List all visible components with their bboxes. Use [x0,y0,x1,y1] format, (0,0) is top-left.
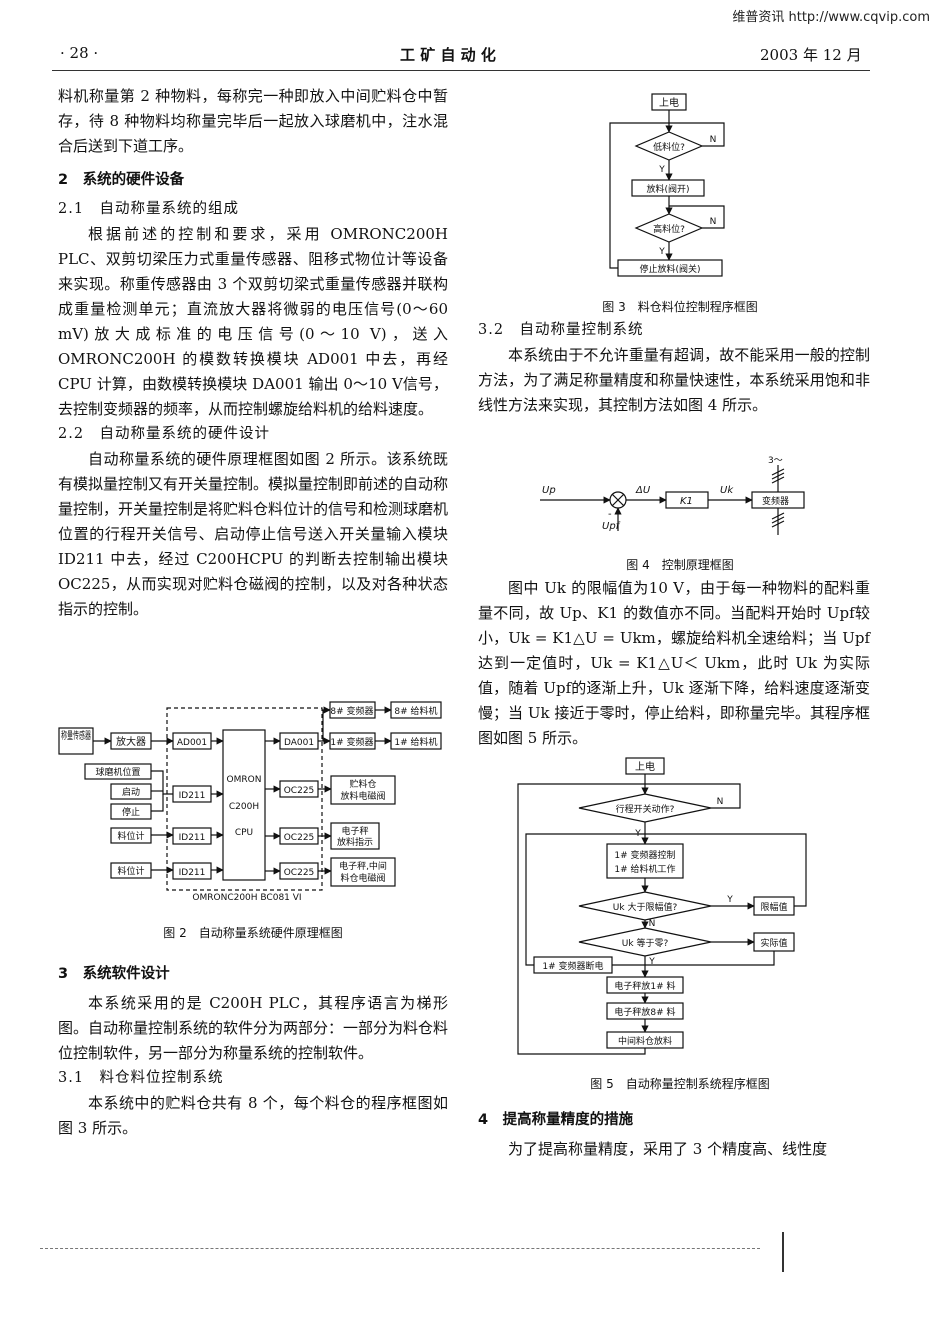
fig2-mill: 球磨机位置 [95,766,140,778]
subsection-heading: 2.1 自动称量系统的组成 [58,201,240,217]
fig4-phase: 3～ [768,456,783,466]
fig5-y2: Y [726,895,733,905]
header-rule [52,70,870,71]
paragraph: 图中 Uk 的限幅值为10 V，由于每一种物料的配料重量不同，故 Up、K1 的… [478,579,870,747]
fig3-n1: N [710,135,717,145]
fig3-release: 放料(阀开) [646,183,689,195]
fig3-y2: Y [658,247,665,257]
figure-4-caption: 图 4 控制原理框图 [626,558,734,572]
fig3-n2: N [710,217,717,227]
fig2-out2-line2: 放料指示 [337,836,373,848]
fig2-stop: 停止 [122,806,140,818]
fig2-ad001: AD001 [177,738,207,748]
fig2-id211-b: ID211 [179,833,206,843]
fig4-uk: Uk [720,485,734,496]
figure-3-caption: 图 3 料仓料位控制程序框图 [602,300,758,314]
fig2-start: 启动 [122,786,140,798]
figure-5-caption: 图 5 自动称量控制系统程序框图 [590,1077,770,1091]
fig3-stop: 停止放料(阀关) [639,263,700,275]
fig2-feed8: 8# 给料机 [394,705,437,717]
fig2-inv8: 8# 变频器 [330,705,373,717]
fig2-cpu-line3: CPU [235,828,253,838]
fig2-oc225-a: OC225 [284,786,315,796]
fig5-ctrl1: 1# 变频器控制 [614,849,675,861]
fig2-oc225-b: OC225 [284,833,315,843]
paragraph: 自动称量系统的硬件原理框图如图 2 所示。该系统既有模拟量控制又有开关量控制。模… [58,450,449,618]
figure-2-caption: 图 2 自动称量系统硬件原理框图 [163,926,343,940]
fig2-sensor-label: 称量传感器 [61,729,91,742]
fig5-y3: Y [648,957,655,967]
right-column-mid: 3.2 自动称量控制系统 本系统由于不允许重量有超调，故不能采用一般的控制方法，… [478,318,870,418]
fig5-limit: 限幅值 [760,901,787,913]
fig5-ctrl2: 1# 给料机工作 [614,863,675,875]
fig2-id211-c: ID211 [179,868,206,878]
fig3-high: 高料位? [653,223,685,235]
subsection-heading: 3.2 自动称量控制系统 [478,322,644,338]
fig3-y1: Y [658,165,665,175]
fig2-level2: 料位计 [117,865,144,877]
fig3-power: 上电 [659,96,679,109]
paragraph: 为了提高称量精度，采用了 3 个精度高、线性度 [508,1140,828,1158]
fig2-amp: 放大器 [116,735,146,748]
section-heading: 3 系统软件设计 [58,966,170,982]
figure-5-flowchart: 上电 行程开关动作? 1# 变频器控制 1# 给料机工作 Uk 大于限幅值? 限… [517,757,807,1055]
fig2-bottom-label: OMRONC200H BC081 VI [192,893,301,903]
fig2-out3-line2: 料仓电磁阀 [340,872,385,884]
fig4-minus: - [608,509,612,520]
paragraph: 本系统中的贮料仓共有 8 个，每个料仓的程序框图如图 3 所示。 [58,1094,448,1137]
page-number: · 28 · [60,44,99,62]
fig5-rel8: 电子秤放8# 料 [614,1006,675,1018]
issue-date: 2003 年 12 月 [760,46,862,64]
fig2-out3-line1: 电子秤,中间 [339,860,387,872]
right-column-bottom: 4 提高称量精度的措施 为了提高称量精度，采用了 3 个精度高、线性度 [478,1108,870,1162]
fig3-low: 低料位? [653,141,685,153]
fig2-level1: 料位计 [117,830,144,842]
paragraph: 根据前述的控制和要求，采用 OMRONC200H PLC、双剪切梁压力式重量传感… [58,225,448,418]
fig2-oc225-c: OC225 [284,868,315,878]
fig4-du: ΔU [635,485,651,496]
fig5-y1: Y [634,829,641,839]
fig2-cpu-line1: OMRON [227,775,262,785]
left-column-top: 料机称量第 2 种物料，每称完一种即放入中间贮料仓中暂存，待 8 种物料均称量完… [58,84,448,622]
fig4-inverter: 变频器 [762,495,789,507]
left-column-bottom: 3 系统软件设计 本系统采用的是 C200H PLC，其程序语言为梯形图。自动称… [58,962,448,1141]
paragraph: 本系统采用的是 C200H PLC，其程序语言为梯形图。自动称量控制系统的软件分… [58,994,449,1062]
paragraph: 料机称量第 2 种物料，每称完一种即放入中间贮料仓中暂存，待 8 种物料均称量完… [58,87,448,155]
fig4-k1: K1 [680,496,693,507]
fig2-feed1: 1# 给料机 [394,736,437,748]
fig4-up: Up [542,485,556,496]
page-edge-mark [782,1232,784,1272]
fig2-out1-line2: 放料电磁阀 [340,790,385,802]
section-heading: 2 系统的硬件设备 [58,172,185,188]
watermark: 维普资讯 http://www.cqvip.com [732,10,930,25]
fig5-mid: 中间料仓放料 [618,1035,672,1047]
fig2-out2-line1: 电子秤 [341,825,368,837]
fig2-cpu-line2: C200H [229,802,259,812]
figure-2-hardware-diagram: 称量传感器 放大器 AD001 DA001 8# 变频器 8# 给料机 1# 变… [58,701,442,903]
fig5-n1: N [717,797,724,807]
fig4-upf: Upf [602,521,621,532]
section-heading: 4 提高称量精度的措施 [478,1112,634,1128]
fig2-out1-line1: 贮料仓 [349,778,376,790]
fig2-id211-a: ID211 [179,791,206,801]
paragraph: 本系统由于不允许重量有超调，故不能采用一般的控制方法，为了满足称量精度和称量快速… [478,346,870,414]
footer-rule [40,1248,760,1249]
journal-name: 工 矿 自 动 化 [400,46,496,64]
fig5-actual: 实际值 [760,937,787,949]
fig5-switch: 行程开关动作? [616,803,675,815]
fig5-n2: N [649,919,656,929]
fig5-gt: Uk 大于限幅值? [613,901,678,913]
subsection-heading: 3.1 料仓料位控制系统 [58,1070,224,1086]
figure-4-control-diagram: Up ΔU K1 Uk 变频器 Upf - 3～ [540,456,805,535]
fig5-rel1: 电子秤放1# 料 [614,980,675,992]
right-column-text: 图中 Uk 的限幅值为10 V，由于每一种物料的配料重量不同，故 Up、K1 的… [478,576,870,751]
fig5-off: 1# 变频器断电 [542,960,603,972]
fig5-zero: Uk 等于零? [622,937,669,949]
figure-3-flowchart: 上电 低料位? 放料(阀开) 高料位? 停止放料(阀关) Y Y N N [609,93,725,277]
fig5-power: 上电 [635,760,655,773]
fig2-inv1: 1# 变频器 [330,736,373,748]
subsection-heading: 2.2 自动称量系统的硬件设计 [58,426,271,442]
fig2-da001: DA001 [284,738,314,748]
